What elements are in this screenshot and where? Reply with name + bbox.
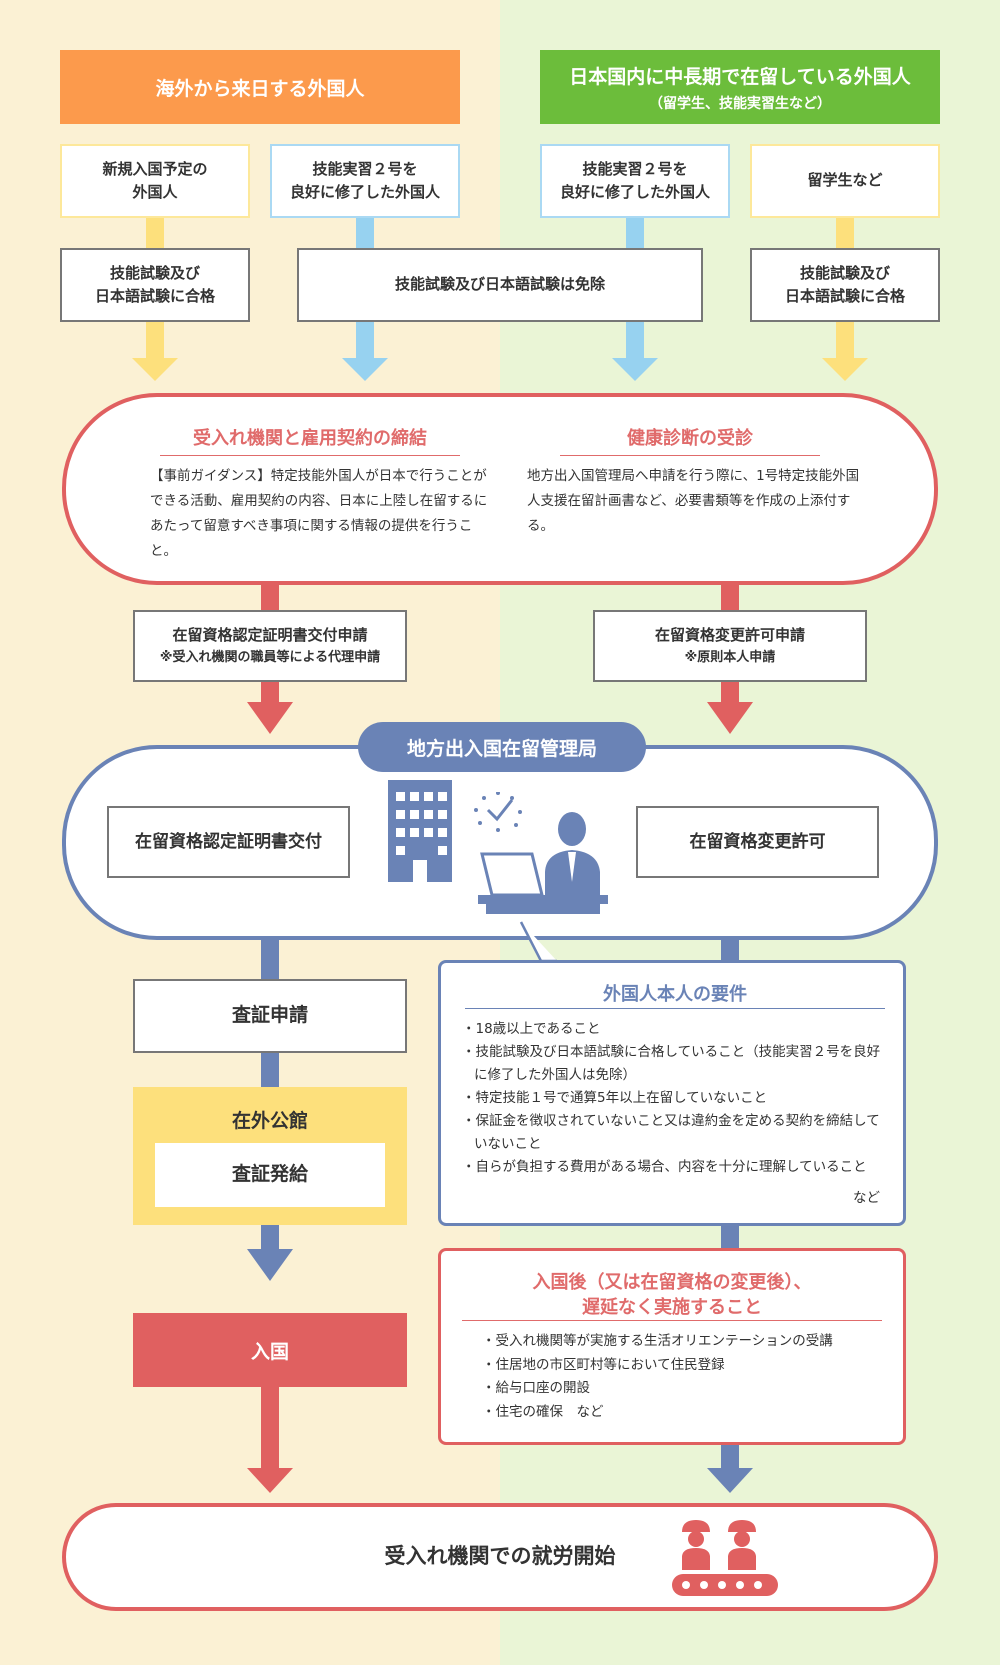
connector [261, 1051, 279, 1088]
connector [146, 216, 164, 250]
connector [836, 216, 854, 250]
requirements-etc: など [853, 1190, 880, 1206]
arrow-down [822, 358, 868, 381]
coe-application-note: ※受入れ機関の職員等による代理申請 [159, 649, 381, 665]
arrow-down [247, 702, 293, 734]
visa-application: 査証申請 [133, 979, 407, 1053]
coe-application-label: 在留資格認定証明書交付申請 [172, 626, 368, 645]
connector [261, 935, 279, 979]
after-entry-box [438, 1248, 906, 1445]
bureau-label: 地方出入国在留管理局 [358, 722, 646, 772]
list-item: ・保証金を徴収されていないこと又は違約金を定める契約を締結していないこと [462, 1112, 880, 1152]
requirements-title: 外国人本人の要件 [603, 984, 747, 1005]
header-resident-sublabel: （留学生、技能実習生など） [649, 95, 831, 112]
entry-label: 入国 [250, 1340, 289, 1363]
after-entry-list: ・受入れ機関等が実施する生活オリエンテーションの受講・住居地の市区町村等において… [482, 1330, 892, 1425]
contract-title: 受入れ機関と雇用契約の締結 [193, 428, 427, 449]
requirements-box [438, 960, 906, 1226]
change-application: 在留資格変更許可申請 ※原則本人申請 [593, 610, 867, 682]
bubble-tail [519, 921, 557, 963]
after-entry-title-line2: 遅延なく実施すること [582, 1297, 762, 1318]
source-intern-domestic: 技能実習２号を 良好に修了した外国人 [540, 144, 730, 218]
arrow-down [342, 358, 388, 381]
employment-start-label: 受入れ機関での就労開始 [384, 1544, 616, 1568]
contract-body: 【事前ガイダンス】特定技能外国人が日本で行うことができる活動、雇用契約の内容、日… [150, 468, 488, 559]
header-resident-label: 日本国内に中長期で在留している外国人 [569, 65, 911, 88]
connector [261, 580, 279, 610]
arrow-down [707, 1468, 753, 1493]
change-application-note: ※原則本人申請 [684, 649, 776, 665]
embassy-title: 在外公館 [231, 1110, 308, 1132]
list-item: ・住居地の市区町村等において住民登録 [482, 1356, 725, 1373]
connector [626, 320, 644, 358]
requirements-title-underline [465, 1008, 885, 1009]
officer-at-desk-icon [474, 792, 608, 914]
bureau-label-text: 地方出入国在留管理局 [406, 737, 597, 760]
list-item: ・18歳以上であること [462, 1021, 601, 1037]
workers-conveyor-icon [672, 1520, 778, 1596]
connector [626, 216, 644, 250]
arrow-down [132, 358, 178, 381]
after-entry-title-line1: 入国後（又は在留資格の変更後）、 [532, 1272, 812, 1293]
source-new-entrant: 新規入国予定の 外国人 [60, 144, 250, 218]
connector [836, 320, 854, 358]
list-item: ・特定技能１号で通算5年以上在留していないこと [462, 1089, 768, 1106]
connector [721, 1444, 739, 1468]
coe-issuance: 在留資格認定証明書交付 [107, 806, 350, 878]
contract-title-underline [160, 455, 460, 456]
connector [356, 320, 374, 358]
exam-pass-left: 技能試験及び 日本語試験に合格 [60, 248, 250, 322]
health-title-underline [560, 455, 820, 456]
health-title: 健康診断の受診 [627, 428, 753, 449]
connector [721, 580, 739, 610]
change-application-label: 在留資格変更許可申請 [654, 626, 805, 645]
employment-start-panel [62, 1503, 938, 1611]
arrow-down [707, 702, 753, 734]
connector [356, 216, 374, 250]
connector [721, 680, 739, 702]
after-entry-title-underline [462, 1320, 882, 1321]
header-overseas-label: 海外から来日する外国人 [155, 77, 365, 100]
connector [261, 1385, 279, 1468]
connector [721, 935, 739, 960]
connector [146, 320, 164, 358]
exam-exempt: 技能試験及び日本語試験は免除 [297, 248, 703, 322]
coe-application: 在留資格認定証明書交付申請 ※受入れ機関の職員等による代理申請 [133, 610, 407, 682]
header-resident: 日本国内に中長期で在留している外国人 （留学生、技能実習生など） [540, 50, 940, 124]
connector [261, 1223, 279, 1249]
arrow-down [612, 358, 658, 381]
list-item: ・住宅の確保 など [482, 1403, 604, 1420]
requirements-list: ・18歳以上であること・技能試験及び日本語試験に合格していること（技能実習２号を… [462, 1018, 888, 1179]
visa-issuance: 査証発給 [155, 1143, 385, 1207]
health-body: 地方出入国管理局へ申請を行う際に、1号特定技能外国人支援在留計画書など、必要書類… [527, 468, 860, 534]
entry-box: 入国 [133, 1313, 407, 1387]
connector [721, 1224, 739, 1248]
list-item: ・技能試験及び日本語試験に合格していること（技能実習２号を良好に修了した外国人は… [462, 1043, 881, 1083]
arrow-down [247, 1468, 293, 1493]
exam-pass-right: 技能試験及び 日本語試験に合格 [750, 248, 940, 322]
connector [261, 680, 279, 702]
building-icon [388, 780, 452, 882]
list-item: ・給与口座の開設 [482, 1380, 590, 1397]
list-item: ・受入れ機関等が実施する生活オリエンテーションの受講 [482, 1333, 833, 1349]
contract-health-panel [62, 393, 938, 585]
list-item: ・自らが負担する費用がある場合、内容を十分に理解していること [462, 1158, 867, 1175]
arrow-down [247, 1249, 293, 1281]
header-overseas: 海外から来日する外国人 [60, 50, 460, 124]
change-permission: 在留資格変更許可 [636, 806, 879, 878]
source-students: 留学生など [750, 144, 940, 218]
source-intern-overseas: 技能実習２号を 良好に修了した外国人 [270, 144, 460, 218]
